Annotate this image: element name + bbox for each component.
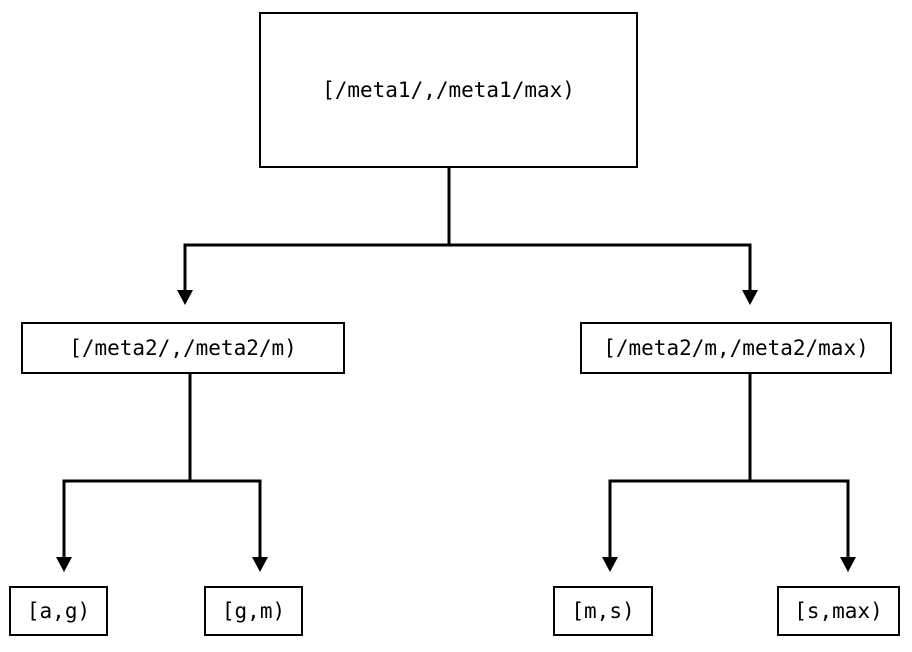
- arrowhead-root-to-mid-left: [177, 290, 193, 305]
- node-leaf-g-m[interactable]: [g,m): [204, 586, 303, 636]
- node-root[interactable]: [/meta1/,/meta1/max): [259, 12, 638, 168]
- node-leaf-s-max-label: [s,max): [794, 598, 883, 623]
- node-mid-left-label: [/meta2/,/meta2/m): [69, 335, 297, 360]
- arrowhead-midright-to-m-s: [602, 557, 618, 572]
- node-root-label: [/meta1/,/meta1/max): [322, 77, 575, 102]
- node-mid-right-label: [/meta2/m,/meta2/max): [603, 335, 869, 360]
- node-leaf-m-s[interactable]: [m,s): [553, 586, 653, 636]
- node-leaf-a-g-label: [a,g): [26, 598, 91, 623]
- node-leaf-a-g[interactable]: [a,g): [9, 586, 108, 636]
- node-leaf-s-max[interactable]: [s,max): [777, 586, 900, 636]
- arrowhead-root-to-mid-right: [742, 290, 758, 305]
- arrowhead-midright-to-s-max: [840, 557, 856, 572]
- node-mid-right[interactable]: [/meta2/m,/meta2/max): [580, 322, 892, 374]
- node-mid-left[interactable]: [/meta2/,/meta2/m): [21, 322, 345, 374]
- arrowhead-midleft-to-g-m: [252, 557, 268, 572]
- arrowhead-midleft-to-a-g: [56, 557, 72, 572]
- node-leaf-m-s-label: [m,s): [571, 598, 635, 623]
- node-leaf-g-m-label: [g,m): [221, 598, 286, 623]
